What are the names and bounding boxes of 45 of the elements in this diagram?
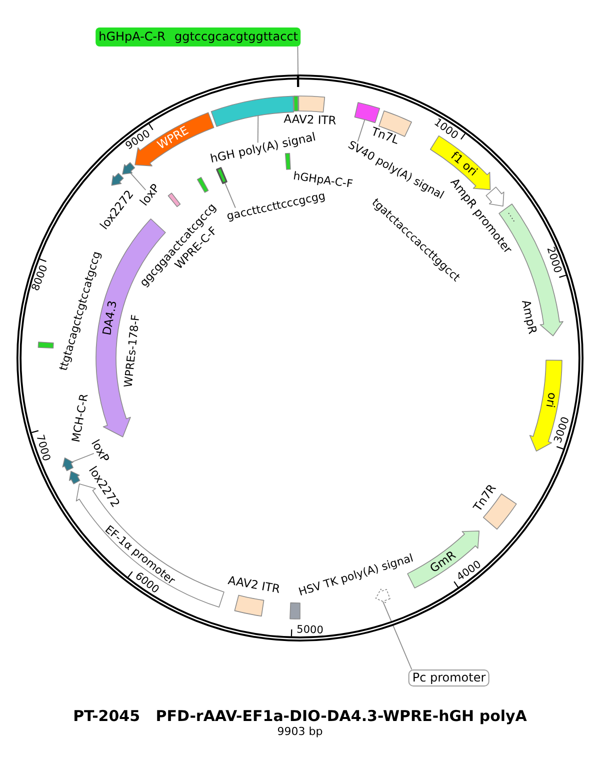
feature-box — [297, 95, 326, 114]
plasmid-backbone-ring — [16, 74, 584, 642]
leader-line — [357, 119, 366, 142]
primer-label: MCH-C-R — [69, 393, 91, 444]
primer-mark — [37, 341, 55, 350]
feature-name: f1 ori — [448, 149, 480, 179]
feature-box — [233, 594, 265, 618]
tick-label: 7000 — [34, 434, 53, 463]
feature-label-box: Pc promoter — [408, 670, 490, 686]
feature-label: Tn7L — [370, 124, 401, 147]
primer-name: hGHpA-C-R — [98, 28, 166, 46]
leader-line — [129, 172, 146, 190]
feature-box — [353, 101, 381, 124]
primer-tag — [96, 28, 301, 46]
feature-arc — [485, 186, 505, 208]
leader-line — [297, 46, 298, 75]
feature-label: AAV2 ITR — [226, 574, 281, 596]
leader-line — [257, 115, 259, 144]
primer-label: WPREs-178-F — [122, 314, 142, 388]
primer-mark — [215, 166, 228, 185]
feature-label: AAV2 ITR — [283, 112, 336, 128]
feature-arc — [68, 470, 81, 485]
feature-arc — [374, 588, 392, 604]
leader-line — [70, 452, 94, 463]
feature-arc — [61, 456, 75, 472]
tick-label: 2000 — [544, 246, 564, 275]
leader-line — [224, 182, 236, 208]
primer-label: hGHpA-C-F — [292, 168, 354, 190]
feature-arc — [110, 172, 125, 187]
tick-label: 5000 — [296, 623, 324, 636]
feature-mark — [292, 95, 300, 113]
tick-label: 8000 — [30, 264, 50, 293]
tick-label: 3000 — [552, 414, 572, 444]
primer-sequence: ggtccgcacgtggttacct — [174, 28, 298, 46]
feature-arc — [121, 161, 136, 176]
feature-name: DA4.3 — [100, 299, 120, 336]
leader-line — [382, 600, 412, 670]
primer-mark — [196, 176, 210, 194]
map-caption: 9903 bp — [276, 725, 324, 738]
map-title: PT-2045 PFD-rAAV-EF1a-DIO-DA4.3-WPRE-hGH polyA — [72, 707, 528, 725]
feature-label: AmpR — [519, 298, 540, 335]
feature-box — [288, 601, 302, 620]
primer-mark — [284, 152, 292, 171]
feature-label: hGH poly(A) signal — [210, 130, 318, 166]
feature-name: ori — [542, 391, 558, 408]
